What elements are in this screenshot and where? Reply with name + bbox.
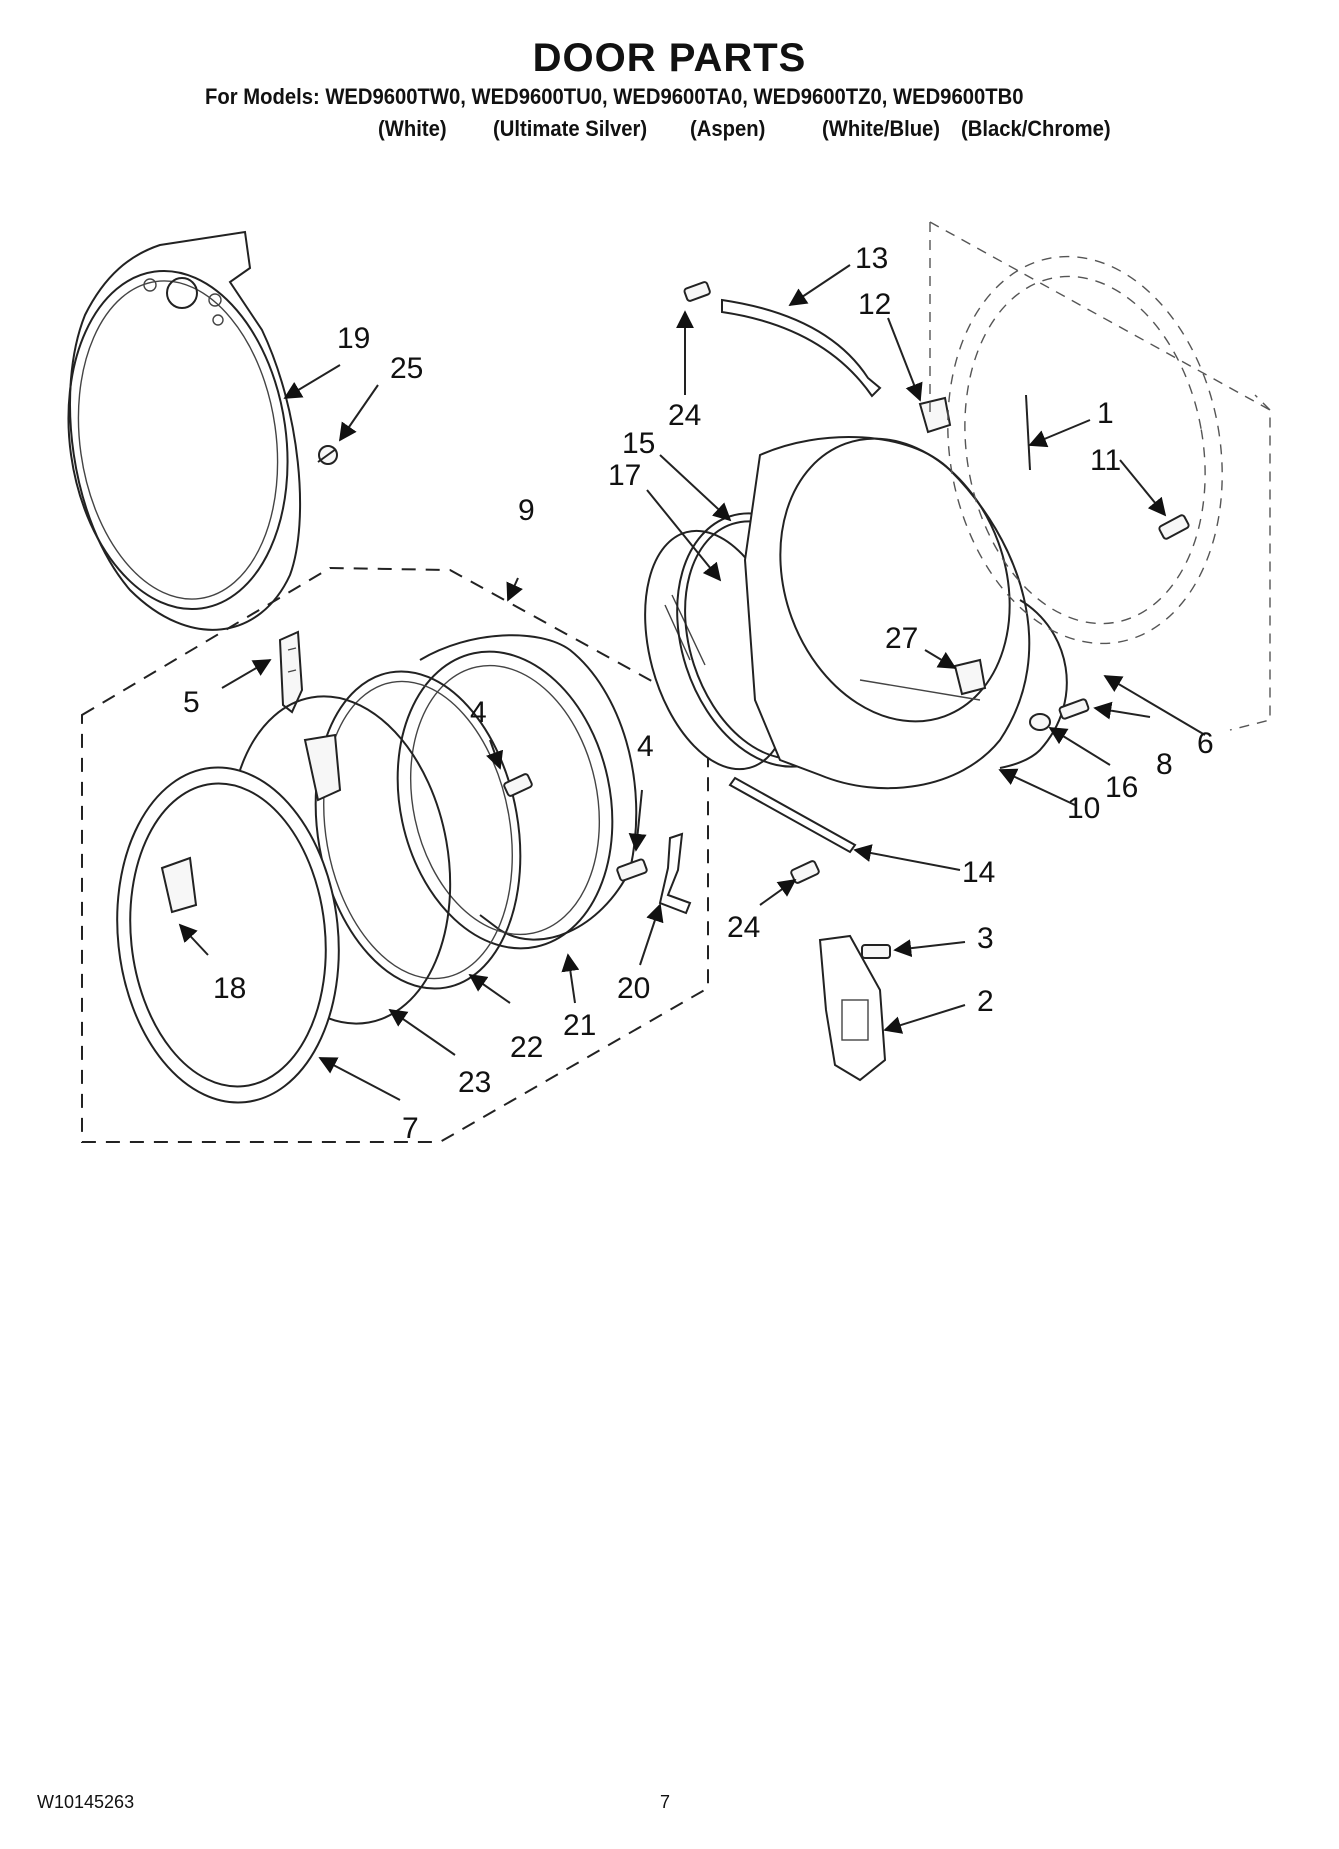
- callout-19: 19: [337, 322, 370, 355]
- callout-5: 5: [183, 686, 200, 719]
- callout-17: 17: [608, 459, 641, 492]
- color-white-blue: (White/Blue): [822, 116, 941, 141]
- callout-24b: 24: [727, 911, 760, 944]
- callout-13: 13: [855, 242, 888, 275]
- part-11-screw: [1158, 514, 1190, 540]
- callout-11: 11: [1090, 444, 1121, 477]
- part-4-screw-a: [503, 773, 533, 797]
- part-3-screw: [861, 944, 891, 959]
- part-20-bracket: [658, 832, 692, 915]
- page-title: DOOR PARTS: [532, 36, 807, 80]
- callout-21: 21: [563, 1009, 596, 1042]
- callout-4a: 4: [470, 696, 487, 729]
- part-25-bumper: [317, 445, 338, 465]
- part-7-outer-door: [116, 766, 340, 1104]
- color-aspen: (Aspen): [690, 116, 766, 141]
- part-12-switch: [918, 396, 952, 434]
- callout-25: 25: [390, 352, 423, 385]
- part-6-rim: [999, 599, 1068, 769]
- callout-18: 18: [213, 972, 246, 1005]
- callout-10: 10: [1067, 792, 1100, 825]
- callout-labels: 19 25 9 5 4 4 18 7 23 22 21 20 17 15 24 …: [183, 242, 1214, 1145]
- callout-2: 2: [977, 985, 994, 1018]
- color-black-chrome: (Black/Chrome): [961, 116, 1111, 141]
- callout-22: 22: [510, 1031, 543, 1064]
- callout-23: 23: [458, 1066, 491, 1099]
- callout-7: 7: [402, 1112, 419, 1145]
- callout-20: 20: [617, 972, 650, 1005]
- part-24-screw-a: [683, 281, 711, 302]
- color-white: (White): [378, 116, 447, 141]
- part-22-ring: [314, 670, 522, 990]
- part-8-screw: [1058, 698, 1090, 720]
- callout-1: 1: [1097, 397, 1114, 430]
- part-24-screw-b: [790, 860, 820, 884]
- part-4-screw-b: [616, 858, 648, 882]
- leader-lines: [178, 264, 1206, 1101]
- color-ultimate-silver: (Ultimate Silver): [493, 116, 648, 141]
- callout-16: 16: [1105, 771, 1138, 804]
- callout-8: 8: [1156, 748, 1173, 781]
- cabinet-outline: [929, 221, 1271, 731]
- callout-3: 3: [977, 922, 994, 955]
- part-2-latch: [818, 934, 887, 1082]
- part-1-rod: [1025, 394, 1031, 471]
- part-16-washer: [1029, 713, 1051, 731]
- document-part-number: W10145263: [37, 1792, 135, 1812]
- models-line: For Models: WED9600TW0, WED9600TU0, WED9…: [205, 84, 1024, 109]
- part-27-switch: [953, 658, 987, 696]
- callout-24a: 24: [668, 399, 701, 432]
- callout-14: 14: [962, 856, 995, 889]
- part-14-strip: [728, 776, 857, 854]
- callout-4b: 4: [637, 730, 654, 763]
- part-10-front-panel: [743, 436, 1031, 790]
- callout-12: 12: [858, 288, 891, 321]
- page-number: 7: [660, 1792, 671, 1812]
- callout-6: 6: [1197, 727, 1214, 760]
- part-13-brace: [721, 298, 882, 398]
- door-assembly-boundary: [81, 566, 709, 1143]
- part-19-door-trim: [67, 230, 302, 631]
- callout-15: 15: [622, 427, 655, 460]
- callout-9: 9: [518, 494, 535, 527]
- callout-27: 27: [885, 622, 918, 655]
